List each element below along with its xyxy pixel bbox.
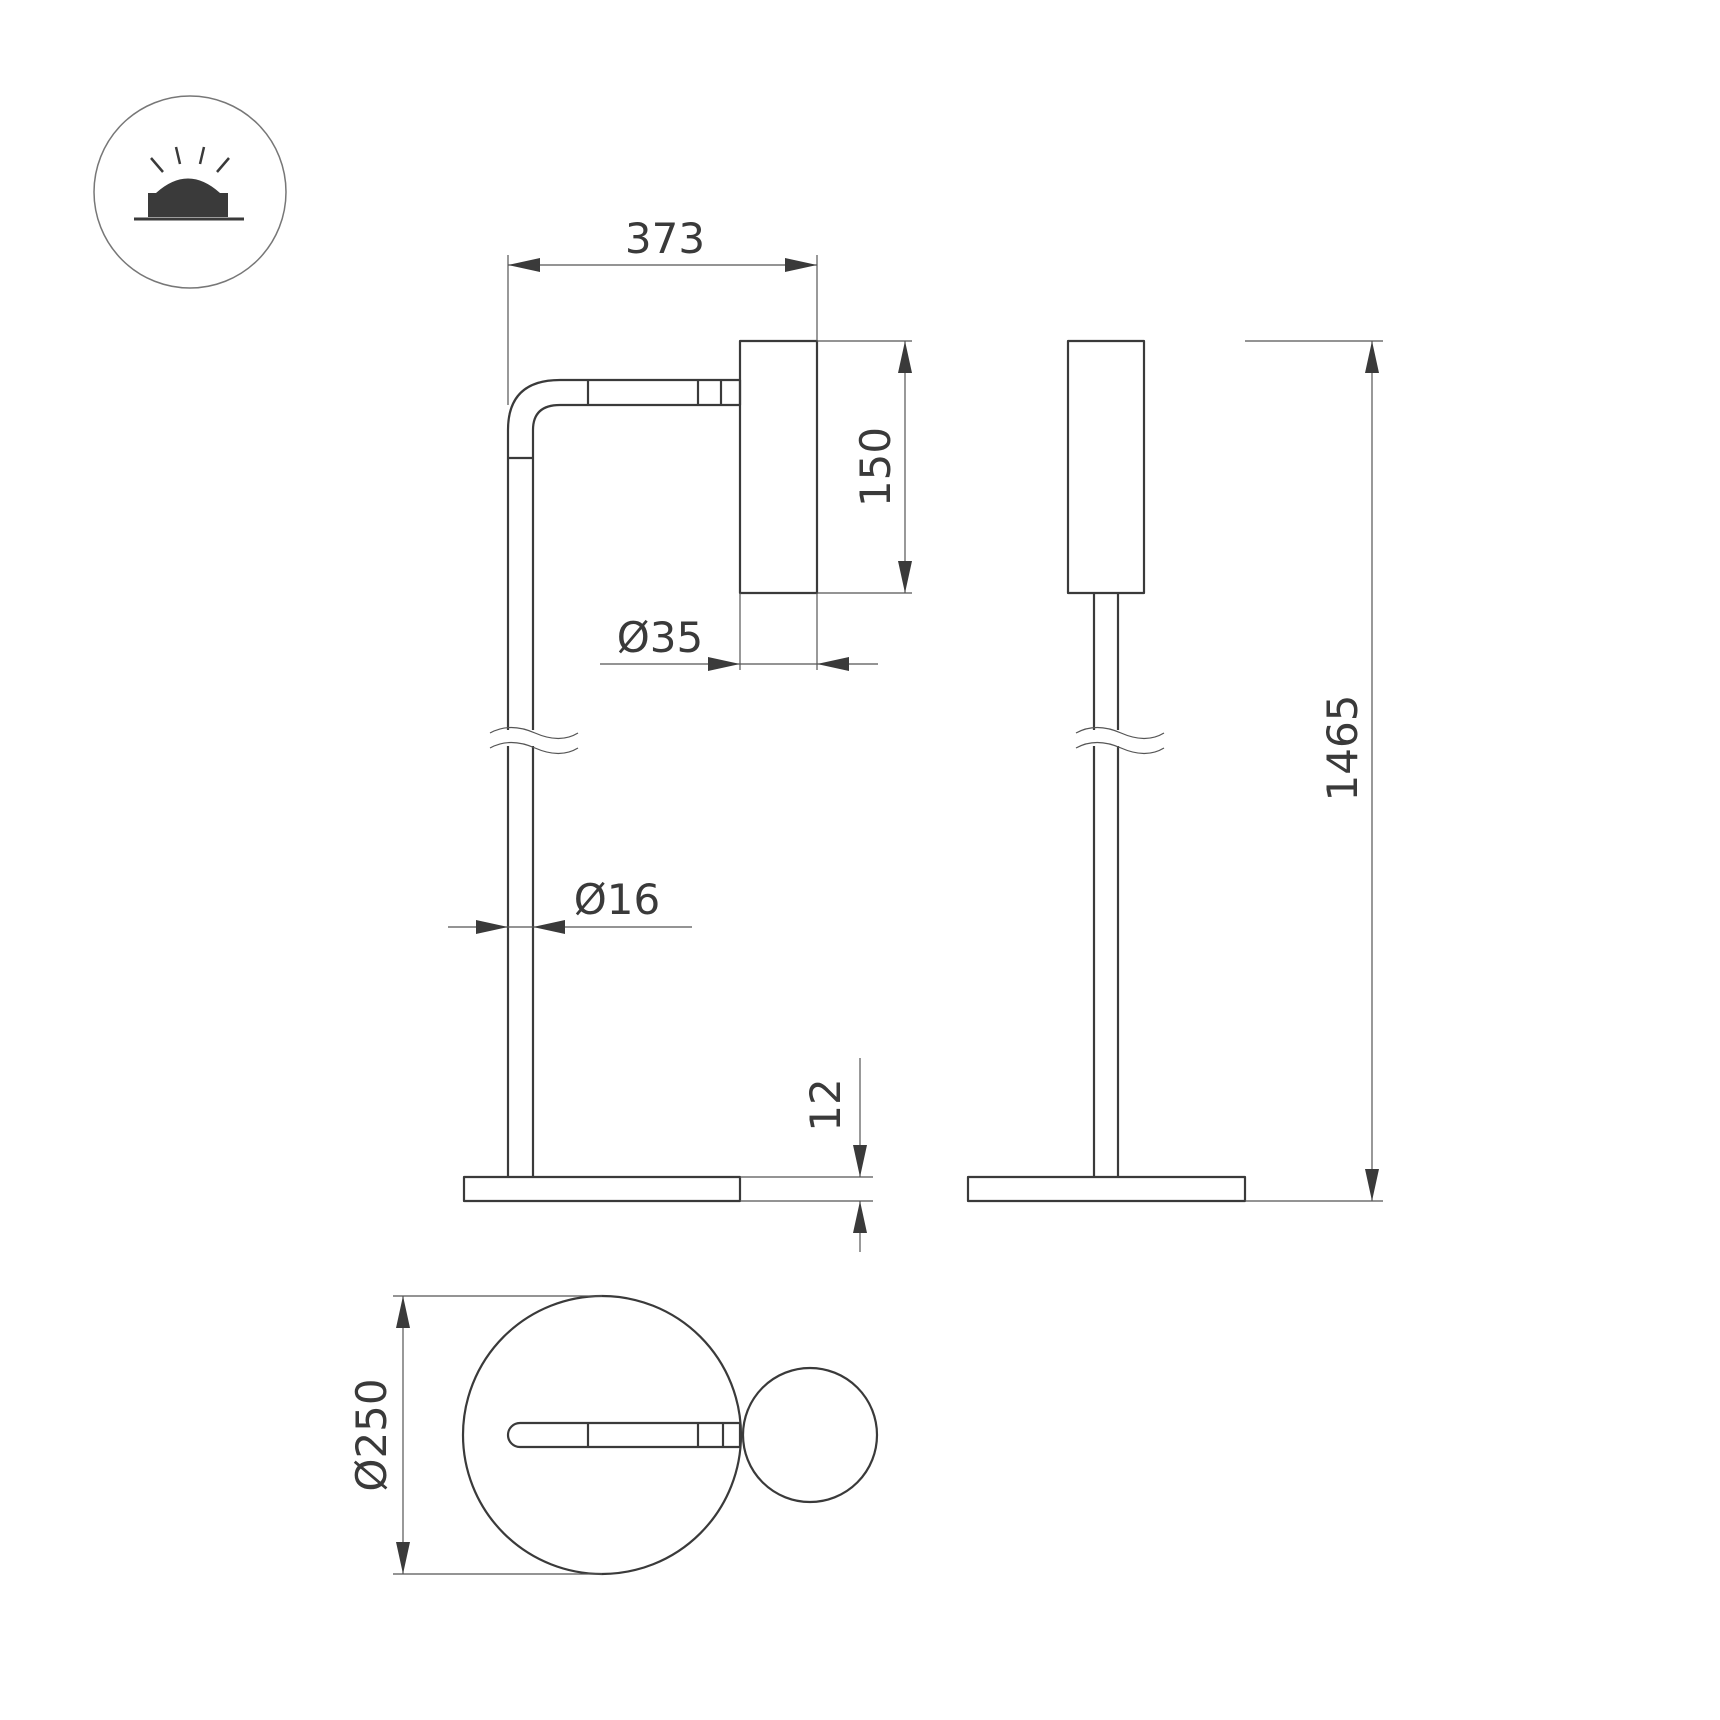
top-view	[461, 1294, 879, 1576]
base-thickness-label: 12	[801, 1078, 850, 1131]
dimension-total-height: 1465	[1245, 340, 1383, 1202]
front-base	[462, 1175, 742, 1203]
side-base	[966, 1175, 1247, 1203]
side-lamp-head	[1066, 339, 1146, 595]
side-pole	[1092, 593, 1120, 1177]
top-head-circle	[741, 1366, 879, 1504]
head-diameter-label: Ø35	[617, 613, 704, 662]
break-symbol	[1075, 726, 1165, 755]
front-pole	[506, 378, 742, 1177]
front-view	[462, 339, 819, 1203]
side-view	[966, 339, 1247, 1203]
dimension-head-diameter: Ø35	[600, 593, 878, 671]
dimension-head-height: 150	[817, 340, 912, 594]
width-label: 373	[625, 214, 705, 263]
pole-diameter-label: Ø16	[574, 875, 661, 924]
dimension-base-thickness: 12	[740, 1058, 873, 1252]
break-symbol	[489, 726, 579, 755]
front-lamp-head	[738, 339, 819, 595]
head-height-label: 150	[851, 427, 900, 507]
dimension-base-diameter: Ø250	[347, 1295, 602, 1575]
surface-mounted-light-icon	[93, 95, 287, 289]
dimension-width: 373	[507, 214, 818, 405]
total-height-label: 1465	[1318, 695, 1367, 802]
base-diameter-label: Ø250	[347, 1378, 396, 1491]
dimension-pole-diameter: Ø16	[448, 875, 692, 934]
top-arm	[506, 1421, 742, 1449]
top-base-circle	[461, 1294, 743, 1576]
